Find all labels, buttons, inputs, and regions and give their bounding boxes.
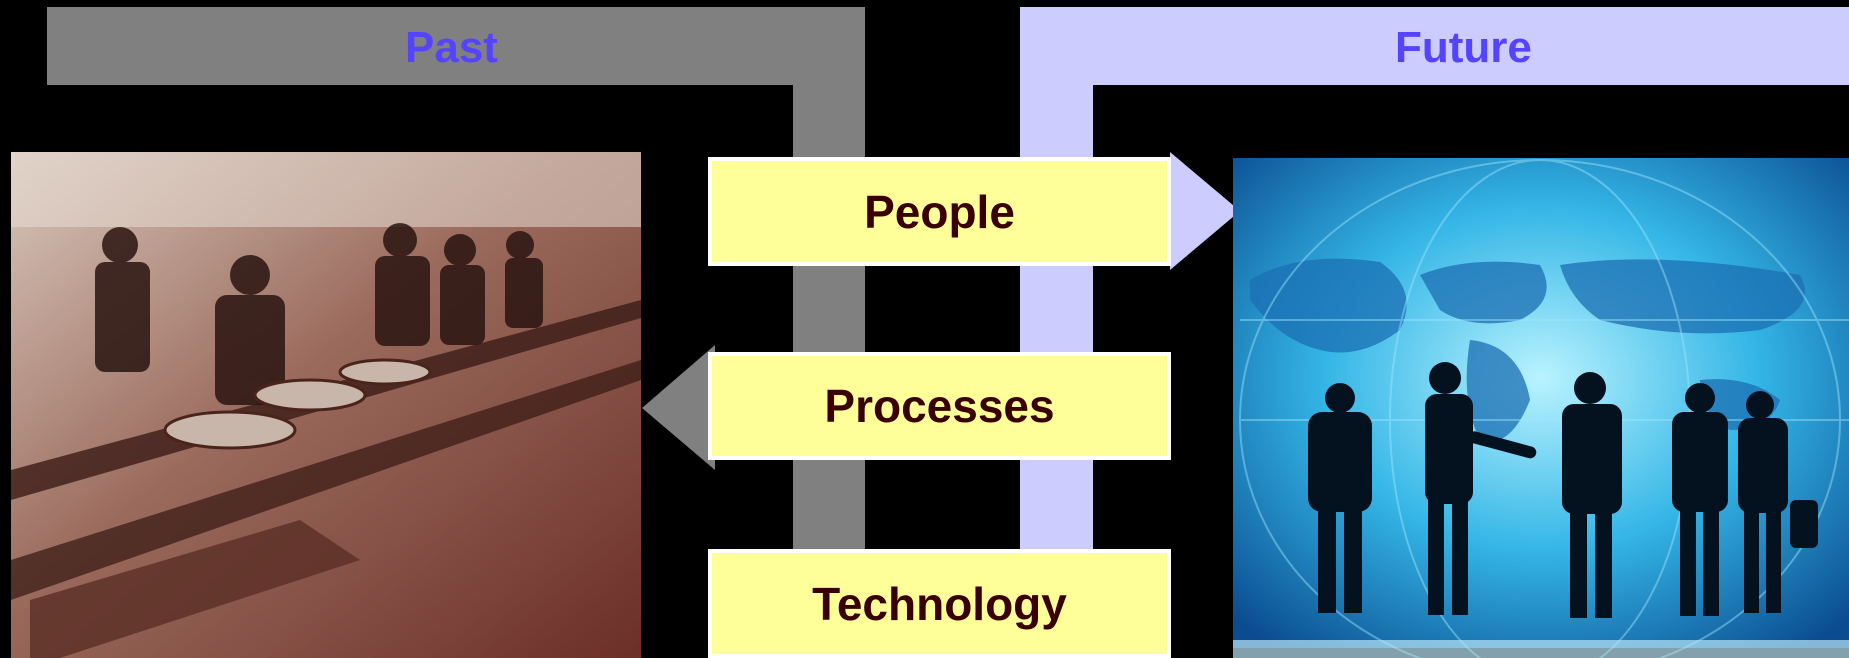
pillar-box-processes: Processes [708,352,1171,460]
future-heading: Future [1395,23,1532,72]
pillar-label: Technology [812,577,1067,630]
pillar-label: Processes [824,380,1055,432]
factory-assembly-line-photo [11,152,641,658]
pillar-label: People [864,185,1015,238]
world-map-silhouettes-photo [1233,158,1849,658]
pillar-box-people: People [708,157,1171,266]
future-arrow [1170,152,1240,270]
past-heading: Past [405,23,498,72]
past-arrow [642,345,715,470]
pillar-box-technology: Technology [708,549,1171,658]
